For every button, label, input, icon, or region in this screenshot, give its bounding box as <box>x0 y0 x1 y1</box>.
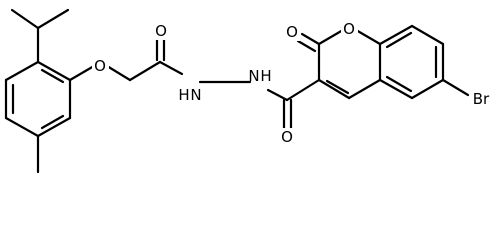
amide-oxygen-right-bg <box>279 128 296 146</box>
bond-lactone-co-a <box>300 32 321 46</box>
bond-isopropyl-methyl-right <box>36 8 70 30</box>
bond-ring-ether-o <box>68 64 96 82</box>
bond-c3-c4-double <box>325 79 350 95</box>
bonds <box>4 8 470 174</box>
bond-o1-c8a <box>354 28 382 46</box>
bond-benzo-b <box>410 24 445 46</box>
bond-benzo-double-1 <box>385 31 413 49</box>
bond-lactone-co-b <box>296 39 317 53</box>
bond-ether-o-ch2 <box>105 64 132 82</box>
bond-benzo-double-3 <box>385 75 413 93</box>
bromine-label: Br <box>473 90 490 108</box>
lactone-carbonyl-oxygen-bg <box>284 23 301 41</box>
ring-oxygen-label: O <box>343 20 355 38</box>
bond-benzo-d <box>410 78 445 100</box>
bond-nh-carbonyl-right <box>266 88 289 102</box>
bond-isopropyl-methyl-left <box>10 8 40 30</box>
amide-oxygen-left-label: O <box>155 22 167 40</box>
bond-ring1-d <box>4 116 40 138</box>
bond-ring1-double-1 <box>40 68 65 84</box>
bond-ring1-c <box>36 116 72 138</box>
amide-oxygen-right-label: O <box>281 128 293 146</box>
bond-c4-c3 <box>317 78 351 100</box>
bond-carbonyl-c3 <box>285 78 321 102</box>
atom-labels: O O H N N H O O O Br <box>92 20 490 146</box>
lactone-carbonyl-oxygen-label: O <box>286 23 298 41</box>
bond-ring1-double-2 <box>40 114 65 130</box>
bond-benzo-a <box>378 24 414 46</box>
ether-oxygen-bg <box>92 57 109 75</box>
bond-c2-o1 <box>317 28 345 46</box>
hydrazide-h-left-label: H <box>178 86 189 104</box>
hydrazide-h-right-label: H <box>260 67 271 85</box>
bond-ring1-a <box>36 60 72 82</box>
ring-oxygen-bg <box>341 20 358 38</box>
bond-ch2-carbonyl <box>128 60 162 82</box>
bond-c6-br <box>441 78 470 97</box>
molecule-diagram: O O H N N H O O O Br <box>4 8 490 174</box>
hydrazide-n-right-label: N <box>248 67 259 85</box>
hydrazide-n-left-label: N <box>190 86 201 104</box>
bond-ring1-f <box>4 60 40 82</box>
amide-oxygen-left-bg <box>153 22 169 40</box>
ether-oxygen-label: O <box>94 57 106 75</box>
bond-carbonyl-nh <box>158 60 184 76</box>
bond-benzo-e <box>378 78 414 100</box>
bond-c4a-c4 <box>347 78 382 100</box>
